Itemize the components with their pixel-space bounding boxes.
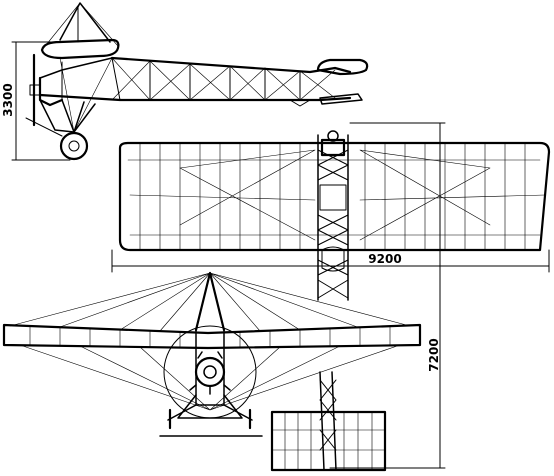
- top-view: [118, 130, 551, 301]
- span-dimension-label: 9200: [368, 252, 401, 266]
- length-dimension: 7200: [329, 122, 446, 469]
- tail-front-view: [270, 371, 387, 472]
- side-view: [25, 2, 369, 161]
- length-dimension-label: 7200: [427, 338, 441, 371]
- span-dimension: 9200: [111, 249, 550, 273]
- front-view: [2, 271, 422, 437]
- height-dimension: 3300: [1, 41, 71, 161]
- height-dimension-label: 3300: [1, 83, 15, 116]
